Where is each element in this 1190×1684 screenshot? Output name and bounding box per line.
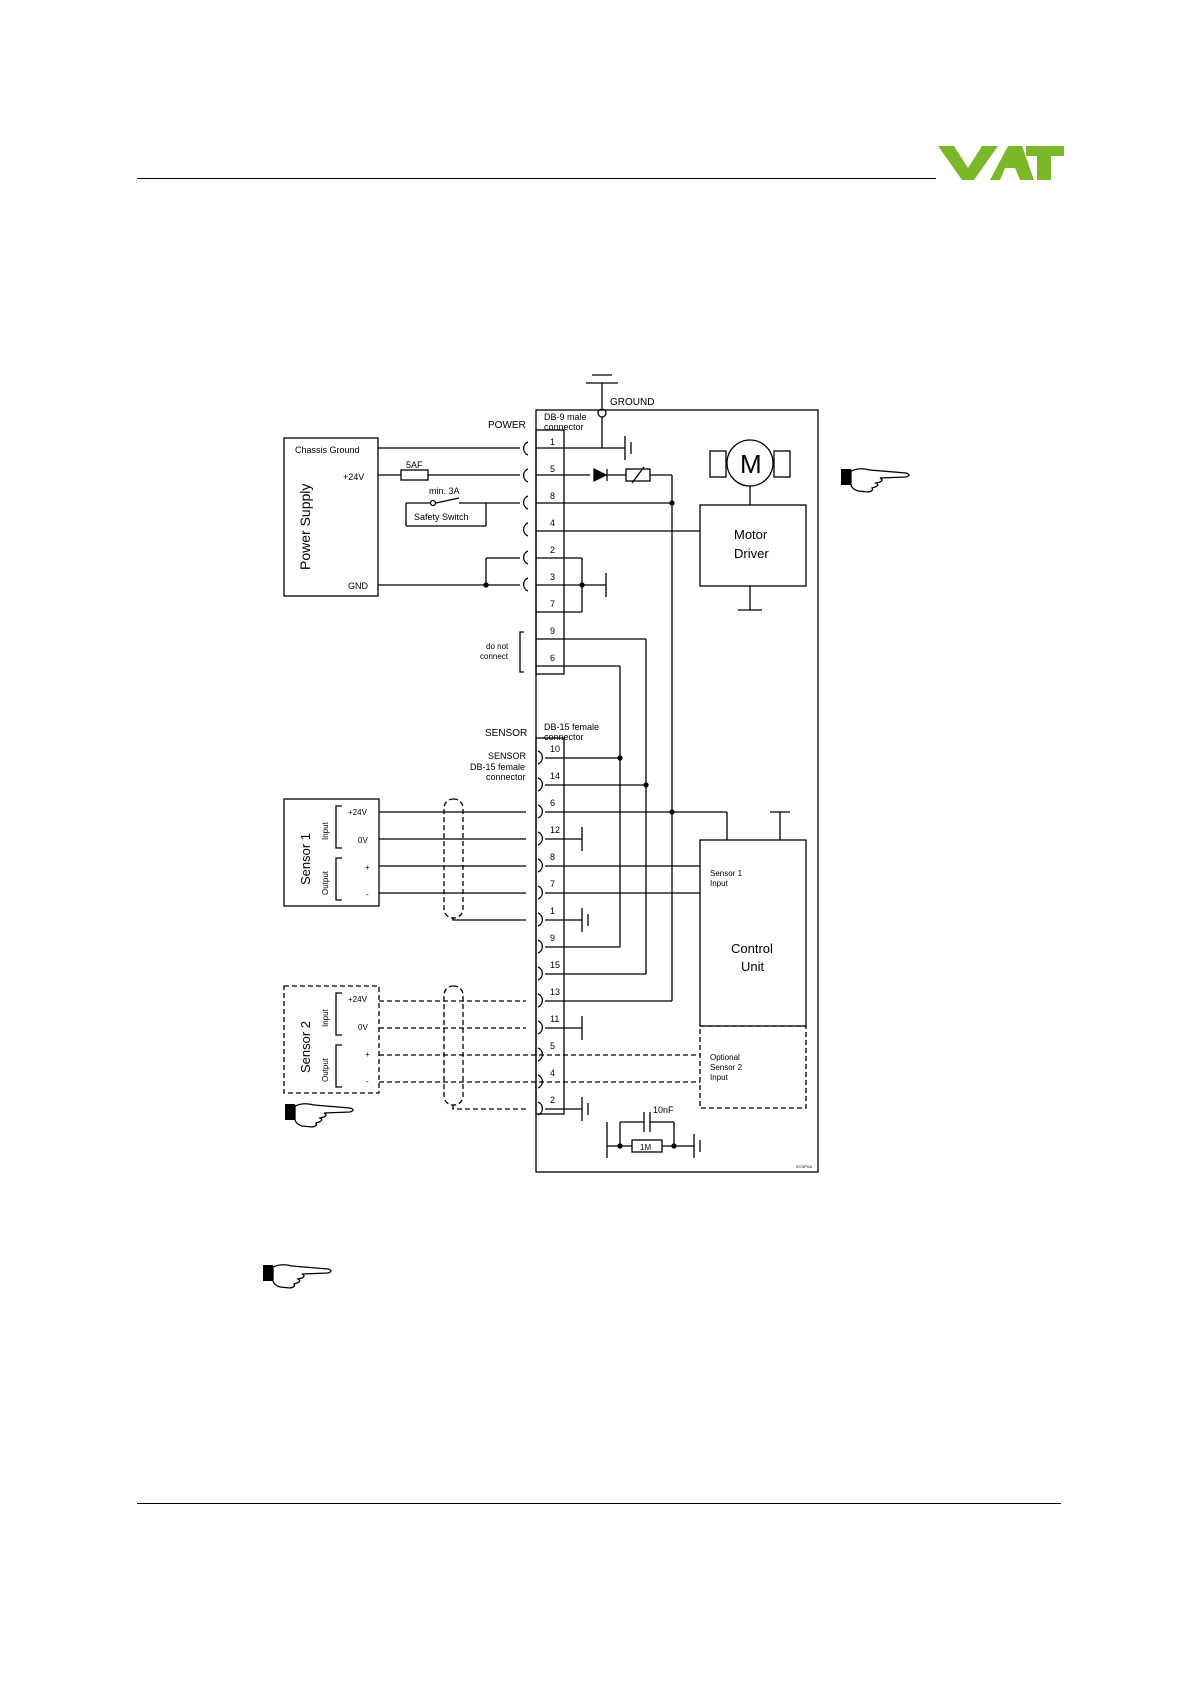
power-supply-title: Power Supply [297, 484, 313, 570]
db15-label-1: DB-15 female [544, 722, 599, 732]
db15-pin: 8 [550, 852, 555, 862]
ground-label: GROUND [610, 397, 654, 408]
optional-2: Sensor 2 [710, 1063, 743, 1072]
sensor1-plus: + [365, 863, 370, 872]
sensor-label: SENSOR [485, 728, 527, 739]
db15-pin: 13 [550, 987, 560, 997]
db15-pin: 12 [550, 825, 560, 835]
pointing-hand-icon [263, 1264, 332, 1289]
do-not-connect-2: connect [480, 652, 509, 661]
motor-driver-2: Driver [734, 546, 769, 561]
sensor1-input-1: Sensor 1 [710, 869, 743, 878]
sensor2-plus: + [365, 1050, 370, 1059]
db9-pin: 7 [550, 599, 555, 609]
db9-pin: 6 [550, 653, 555, 663]
ps-gnd-label: GND [348, 581, 369, 591]
chassis-ground-label: Chassis Ground [295, 445, 360, 455]
optional-1: Optional [710, 1053, 740, 1062]
sensor-side-2: DB-15 female [470, 762, 525, 772]
sensor1-input-label: Input [321, 821, 330, 840]
db15-pin: 9 [550, 933, 555, 943]
resistor-label: 1M [640, 1143, 651, 1152]
db9-pin: 1 [550, 437, 555, 447]
sensor2-output-label: Output [321, 1057, 330, 1082]
db9-label-1: DB-9 male [544, 412, 587, 422]
control-unit-1: Control [731, 941, 773, 956]
db9-pin: 2 [550, 545, 555, 555]
sensor1-24v: +24V [348, 808, 368, 817]
db15-pin: 4 [550, 1068, 555, 1078]
sensor-side-1: SENSOR [488, 751, 527, 761]
optional-3: Input [710, 1073, 729, 1082]
motor-symbol: M [740, 449, 762, 479]
pointing-hand-icon [841, 468, 910, 493]
motor-driver-1: Motor [734, 527, 768, 542]
fuse-label: 5AF [406, 460, 423, 470]
db15-pin: 1 [550, 906, 555, 916]
sensor1-output-label: Output [321, 870, 330, 895]
sensor1-title: Sensor 1 [298, 833, 313, 885]
header-rule [137, 178, 936, 179]
do-not-connect-1: do not [486, 642, 509, 651]
sensor2-title: Sensor 2 [298, 1021, 313, 1073]
db9-pin: 3 [550, 572, 555, 582]
switch-rating-label: min. 3A [429, 486, 460, 496]
sensor1-minus: - [366, 890, 369, 899]
db15-pin: 7 [550, 879, 555, 889]
db15-pin: 15 [550, 960, 560, 970]
db15-pin: 11 [550, 1014, 559, 1024]
capacitor-label: 10nF [653, 1105, 674, 1115]
db15-pin: 10 [550, 744, 560, 754]
power-label: POWER [488, 420, 526, 431]
db15-pin: 6 [550, 798, 555, 808]
sensor2-24v: +24V [348, 995, 368, 1004]
db9-pin: 4 [550, 518, 555, 528]
sensor2-minus: - [366, 1077, 369, 1086]
db9-pin: 5 [550, 464, 555, 474]
sensor2-input-label: Input [321, 1008, 330, 1027]
sensor-side-3: connector [486, 772, 526, 782]
drawing-code: ZCSPXA [796, 1164, 812, 1169]
db15-pin: 5 [550, 1041, 555, 1051]
sensor1-input-2: Input [710, 879, 729, 888]
pointing-hand-icon [285, 1103, 354, 1128]
sensor2-0v: 0V [358, 1023, 368, 1032]
control-unit-2: Unit [741, 959, 765, 974]
db15-pin: 2 [550, 1095, 555, 1105]
db15-pin: 14 [550, 771, 560, 781]
sensor1-0v: 0V [358, 836, 368, 845]
safety-switch-label: Safety Switch [414, 512, 469, 522]
footer-rule [137, 1503, 1061, 1504]
db9-pin: 9 [550, 626, 555, 636]
db15-label-2: connector [544, 732, 584, 742]
ps-24v-label: +24V [343, 472, 364, 482]
db9-pin: 8 [550, 491, 555, 501]
vat-logo [938, 146, 1064, 180]
db9-label-2: connector [544, 422, 584, 432]
